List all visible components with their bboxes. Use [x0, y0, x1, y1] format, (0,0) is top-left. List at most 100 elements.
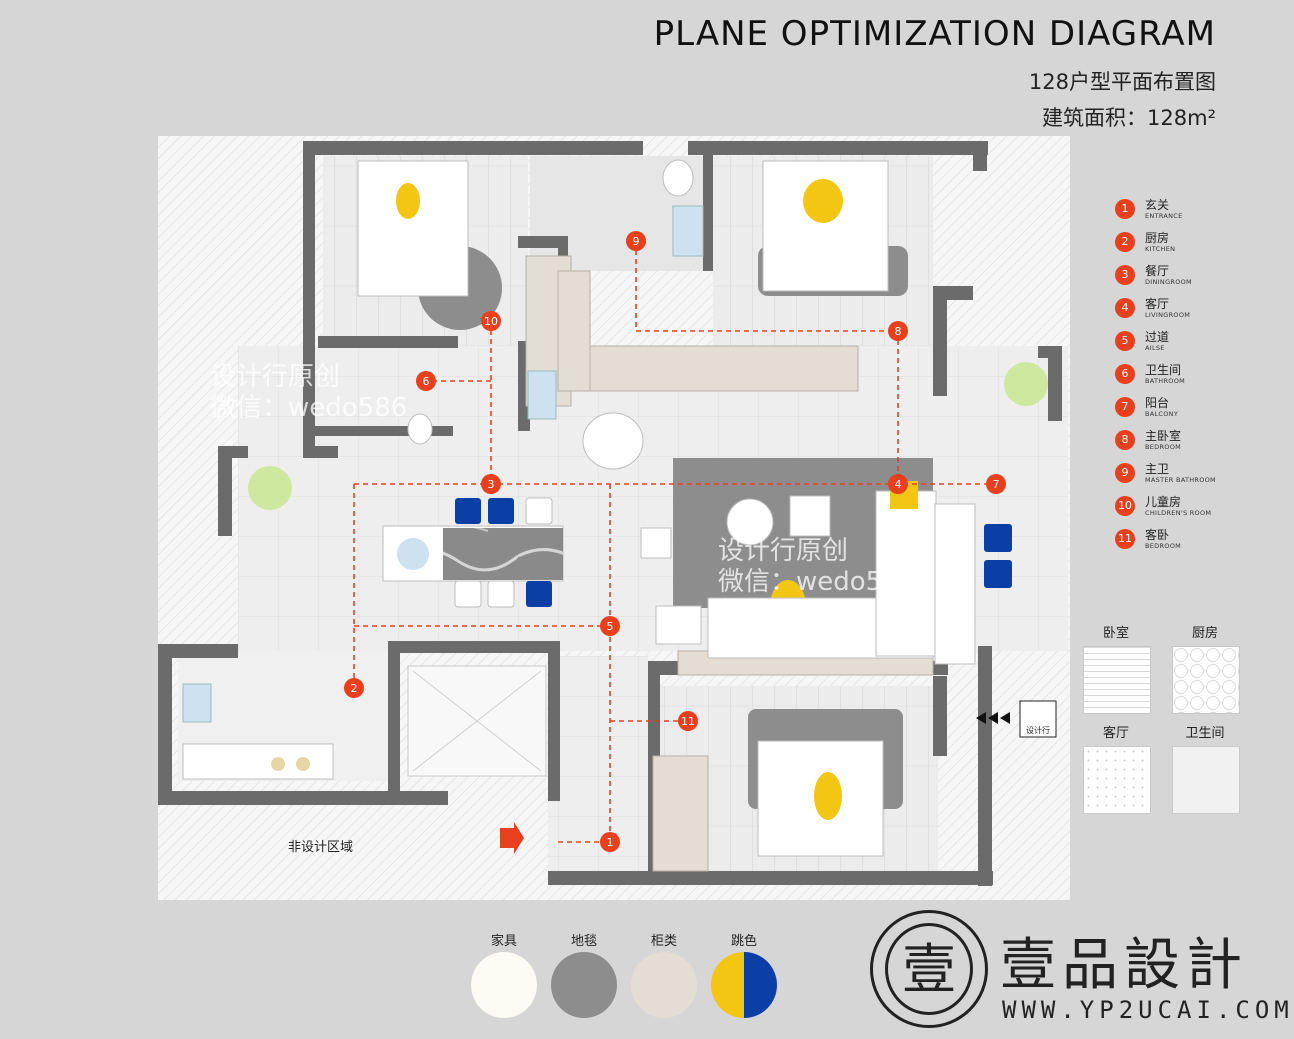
legend-number: 11	[1115, 529, 1135, 549]
legend-cn: 过道	[1145, 330, 1170, 344]
svg-text:10: 10	[484, 315, 498, 328]
legend-cn: 阳台	[1145, 396, 1170, 410]
legend-en: LIVINGROOM	[1145, 311, 1191, 319]
svg-text:11: 11	[681, 715, 695, 728]
material-swatch-plain	[1172, 746, 1240, 814]
side-sofa	[934, 503, 976, 665]
person-master	[803, 179, 843, 223]
legend-cn: 客厅	[1145, 297, 1170, 311]
material-label: 卫生间	[1185, 726, 1225, 741]
legend-number: 2	[1115, 232, 1135, 252]
dining-sink	[397, 538, 429, 570]
brand-name: 壹品設計	[1000, 933, 1248, 998]
legend-en: AILSE	[1145, 344, 1165, 352]
legend-cn: 主卫	[1145, 462, 1170, 476]
material-label: 厨房	[1191, 626, 1218, 641]
material-label: 客厅	[1102, 726, 1129, 741]
marker-7: 7	[986, 474, 1006, 494]
palette-dot	[711, 952, 777, 1018]
floor-entrance	[548, 656, 648, 876]
design-stamp	[1019, 700, 1057, 738]
svg-text:1: 1	[607, 836, 614, 849]
watermark-center: 设计行原创 微信：wedo586	[718, 536, 915, 598]
dining-table-marble	[443, 528, 563, 580]
legend-number: 7	[1115, 397, 1135, 417]
legend-number: 1	[1115, 199, 1135, 219]
legend-cn: 主卧室	[1145, 429, 1182, 443]
brand-logo: 壹	[870, 910, 988, 1028]
marker-1: 1	[600, 832, 620, 852]
svg-text:3: 3	[488, 478, 495, 491]
palette-dot	[471, 952, 537, 1018]
kitchen-sink	[182, 683, 212, 723]
legend-en: BATHROOM	[1145, 377, 1186, 385]
palette-dot	[551, 952, 617, 1018]
legend-number: 5	[1115, 331, 1135, 351]
legend-number: 9	[1115, 463, 1135, 483]
marker-8: 8	[888, 321, 908, 341]
palette-dot	[631, 952, 697, 1018]
kids-bed	[357, 160, 469, 297]
marker-3: 3	[481, 474, 501, 494]
legend-number: 4	[1115, 298, 1135, 318]
armchair	[582, 412, 644, 470]
legend-en: KITCHEN	[1145, 245, 1176, 253]
marker-2: 2	[344, 678, 364, 698]
material-swatch-dots	[1083, 746, 1151, 814]
legend-en: CHILDREN'S ROOM	[1145, 509, 1212, 517]
bath-tub-6	[527, 370, 557, 420]
legend-number: 6	[1115, 364, 1135, 384]
svg-text:9: 9	[633, 235, 640, 248]
entry-arrow-icon	[500, 822, 524, 854]
page-subtitle: 128户型平面布置图	[1028, 70, 1216, 94]
plant-right	[1004, 362, 1048, 406]
svg-text:设计行: 设计行	[1026, 725, 1050, 735]
triangle-arrows-icon	[976, 712, 1010, 724]
watermark-line: 微信：wedo586	[210, 393, 408, 423]
palette-label: 家具	[490, 934, 517, 949]
person-guest	[814, 772, 842, 820]
legend-cn: 玄关	[1145, 198, 1170, 212]
coffee-table	[726, 498, 774, 546]
legend-number: 8	[1115, 430, 1135, 450]
person-kids	[396, 183, 420, 219]
marker-4: 4	[888, 474, 908, 494]
legend-number: 10	[1115, 496, 1135, 516]
marker-6: 6	[416, 371, 436, 391]
legend-cn: 餐厅	[1145, 264, 1170, 278]
route-markers: 1 2 3 4 5 6 7 8 9 10 11	[344, 231, 1006, 852]
master-bathtub	[672, 205, 704, 257]
legend-cn: 客卧	[1145, 528, 1170, 542]
svg-text:8: 8	[895, 325, 902, 338]
floor-plan: 1 2 3 4 5 6 7 8 9 10 11 设计行	[158, 136, 1070, 900]
palette-label: 跳色	[730, 934, 757, 949]
legend-en: BEDROOM	[1145, 443, 1182, 451]
legend-number: 3	[1115, 265, 1135, 285]
master-toilet	[662, 159, 694, 197]
svg-text:5: 5	[607, 620, 614, 633]
watermark-top: 设计行原创 微信：wedo586	[210, 362, 407, 424]
legend-en: BEDROOM	[1145, 542, 1182, 550]
building-area: 建筑面积：128m²	[1042, 106, 1216, 130]
material-swatch-lines	[1083, 646, 1151, 714]
legend-en: DININGROOM	[1145, 278, 1192, 286]
dining-chairs	[454, 497, 553, 608]
palette-label: 柜类	[650, 934, 677, 949]
marker-11: 11	[678, 711, 698, 731]
legend-en: MASTER BATHROOM	[1145, 476, 1216, 484]
watermark-line: 微信：wedo586	[718, 567, 916, 597]
svg-text:7: 7	[993, 478, 1000, 491]
walls	[158, 141, 1062, 886]
palette-label: 地毯	[570, 934, 597, 949]
material-label: 卧室	[1102, 626, 1129, 641]
plant-left	[248, 466, 292, 510]
